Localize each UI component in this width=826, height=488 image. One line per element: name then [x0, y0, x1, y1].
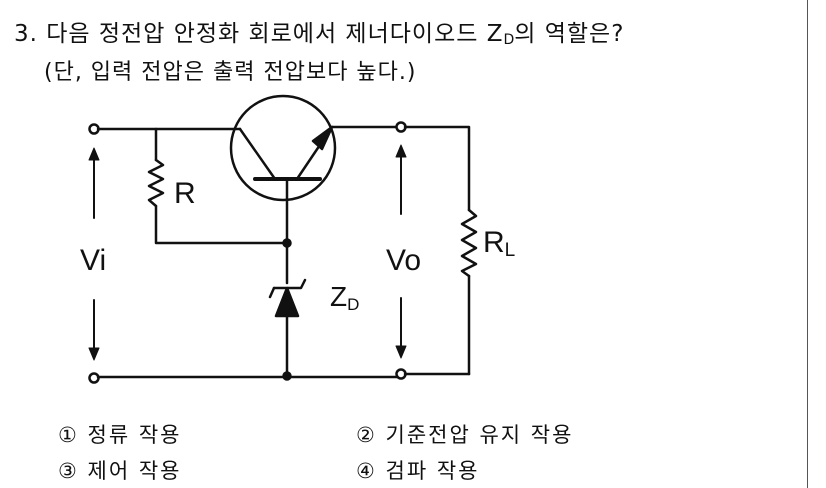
choice-3-marker: ③: [58, 459, 79, 483]
transistor-collector: [238, 127, 277, 181]
transistor-circle: [229, 94, 337, 202]
label-rl: RL: [483, 226, 515, 261]
choice-3[interactable]: ③ 제어 작용: [58, 455, 181, 485]
choice-3-text: 제어 작용: [87, 459, 182, 483]
choice-1[interactable]: ① 정류 작용: [58, 419, 181, 449]
question-title: 3. 다음 정전압 안정화 회로에서 제너다이오드 ZD의 역할은?: [14, 14, 624, 48]
input-bottom-terminal: [88, 372, 100, 384]
label-rl-sub: L: [505, 240, 516, 261]
label-r: R: [174, 177, 196, 210]
choice-4-text: 검파 작용: [385, 459, 480, 483]
choice-4[interactable]: ④ 검파 작용: [356, 455, 479, 485]
zener-triangle: [274, 286, 300, 318]
label-vi: Vi: [80, 244, 106, 277]
label-zd-main: Z: [330, 281, 347, 312]
question-number: 3.: [14, 21, 38, 47]
output-top-wire: [403, 125, 471, 212]
choice-2-marker: ②: [356, 423, 377, 447]
right-border-line: [807, 0, 808, 488]
label-vo: Vo: [386, 244, 421, 277]
load-resistor-rl: [460, 208, 478, 278]
question-text-end: 의 역할은?: [514, 21, 625, 47]
label-rl-main: R: [483, 226, 505, 259]
bias-resistor-r: [147, 158, 165, 208]
emitter-arrow: [311, 125, 334, 151]
choice-1-text: 정류 작용: [87, 423, 182, 447]
choice-1-marker: ①: [58, 423, 79, 447]
label-zd-sub: D: [347, 295, 359, 314]
vo-down-arrowhead: [395, 345, 407, 359]
label-zd: ZD: [330, 281, 359, 314]
question-note: (단, 입력 전압은 출력 전압보다 높다.): [44, 60, 417, 85]
vo-up-arrowhead: [395, 144, 407, 158]
choice-4-marker: ④: [356, 459, 377, 483]
zener-cathode-bar: [272, 278, 307, 290]
question-subscript: D: [503, 32, 515, 48]
vi-down-arrowhead: [88, 347, 100, 361]
r-bottom-wire: [154, 204, 289, 245]
vi-up-arrowhead: [88, 147, 100, 161]
question-text: 다음 정전압 안정화 회로에서 제너다이오드 Z: [46, 21, 504, 47]
zener-bend-left: [268, 286, 276, 299]
choice-2[interactable]: ② 기준전압 유지 작용: [356, 419, 573, 449]
choice-2-text: 기준전압 유지 작용: [385, 423, 574, 447]
